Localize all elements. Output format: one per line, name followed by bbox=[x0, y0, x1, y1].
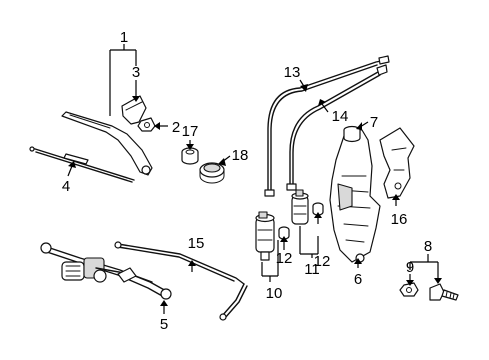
wiper-motor-linkage bbox=[40, 242, 172, 300]
callout-12b: 12 bbox=[314, 253, 331, 270]
callout-12a: 12 bbox=[276, 250, 293, 267]
callout-6: 6 bbox=[354, 271, 362, 288]
callout-8: 8 bbox=[424, 238, 432, 255]
callout-16: 16 bbox=[391, 211, 408, 228]
callout-4: 4 bbox=[62, 178, 70, 195]
callout-11: 11 bbox=[304, 261, 320, 278]
reservoir-cap bbox=[343, 125, 361, 143]
callout-3: 3 bbox=[132, 64, 140, 81]
pump-grommet-b bbox=[312, 202, 324, 216]
washer-reservoir bbox=[329, 127, 381, 263]
nut bbox=[399, 282, 419, 297]
bolt bbox=[429, 283, 459, 301]
callout-10: 10 bbox=[266, 285, 283, 302]
callout-9: 9 bbox=[406, 259, 414, 276]
callout-7: 7 bbox=[370, 114, 378, 131]
arm-cap bbox=[121, 95, 147, 125]
wiper-arm bbox=[61, 111, 153, 176]
callout-5: 5 bbox=[160, 316, 168, 333]
callout-15: 15 bbox=[188, 235, 205, 252]
callout-leaders bbox=[67, 44, 442, 314]
grommet bbox=[181, 147, 199, 165]
callout-13: 13 bbox=[284, 64, 301, 81]
washer-hose-long bbox=[264, 55, 390, 197]
callout-14: 14 bbox=[332, 108, 349, 125]
callout-17: 17 bbox=[182, 123, 199, 140]
washer-pump-rear bbox=[291, 189, 309, 225]
callout-labels: 1 3 2 4 17 18 13 14 7 16 6 12 12 10 11 1… bbox=[62, 29, 432, 333]
washer-pump-front bbox=[255, 211, 275, 261]
washer-hose-lower bbox=[114, 241, 248, 321]
arm-nut bbox=[137, 117, 156, 132]
reservoir-bracket bbox=[379, 127, 415, 199]
callout-2: 2 bbox=[172, 119, 180, 136]
callout-1: 1 bbox=[120, 29, 128, 46]
callout-18: 18 bbox=[232, 147, 249, 164]
seal-ring bbox=[199, 162, 225, 184]
wiper-blade bbox=[29, 146, 135, 183]
